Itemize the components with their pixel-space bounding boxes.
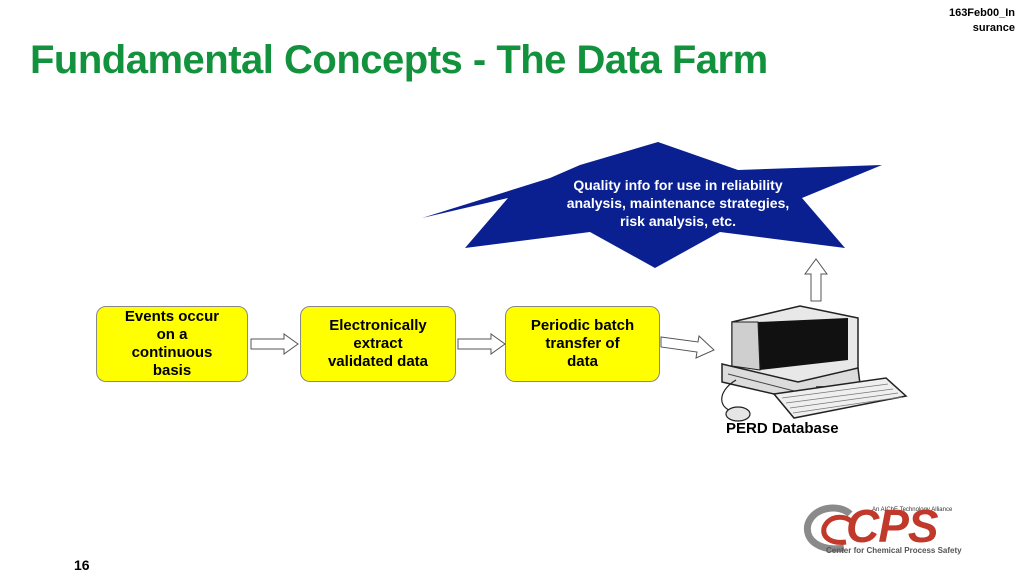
flow-box-transfer: Periodic batch transfer of data — [505, 306, 660, 382]
box-line: validated data — [327, 353, 429, 370]
box-line: transfer of — [545, 335, 620, 352]
box-line: on a — [156, 326, 188, 343]
arrow-right-icon — [250, 333, 299, 355]
logo-name: CPS — [846, 500, 939, 552]
slide-title: Fundamental Concepts - The Data Farm — [30, 38, 768, 82]
slide-code: 163Feb00_Insurance — [948, 7, 1015, 34]
box-line: extract — [353, 335, 403, 352]
box-line: Periodic batch — [530, 317, 635, 334]
arrow-right-icon — [457, 333, 506, 355]
starburst-text: Quality info for use in reliability anal… — [508, 176, 848, 230]
flow-box-extract: Electronically extract validated data — [300, 306, 456, 382]
box-line: basis — [152, 362, 192, 379]
arrow-up-icon — [804, 258, 828, 302]
box-line: continuous — [131, 344, 213, 361]
ccps-logo-icon — [803, 504, 854, 553]
starburst-shape — [422, 142, 882, 268]
box-line: Events occur — [124, 308, 220, 325]
star-line: analysis, maintenance strategies, — [566, 195, 790, 211]
box-line: data — [567, 353, 598, 370]
star-line: risk analysis, etc. — [620, 213, 736, 229]
logo-subtitle: Center for Chemical Process Safety — [826, 546, 962, 555]
box-line: Electronically — [329, 317, 427, 334]
logo-tagline: An AIChE Technology Alliance — [872, 507, 953, 513]
database-label: PERD Database — [726, 420, 839, 437]
flow-box-events: Events occur on a continuous basis — [96, 306, 248, 382]
computer-workstation-icon — [721, 305, 908, 422]
page-number: 16 — [74, 557, 90, 573]
arrow-right-icon — [660, 334, 715, 359]
star-line: Quality info for use in reliability — [573, 177, 783, 193]
